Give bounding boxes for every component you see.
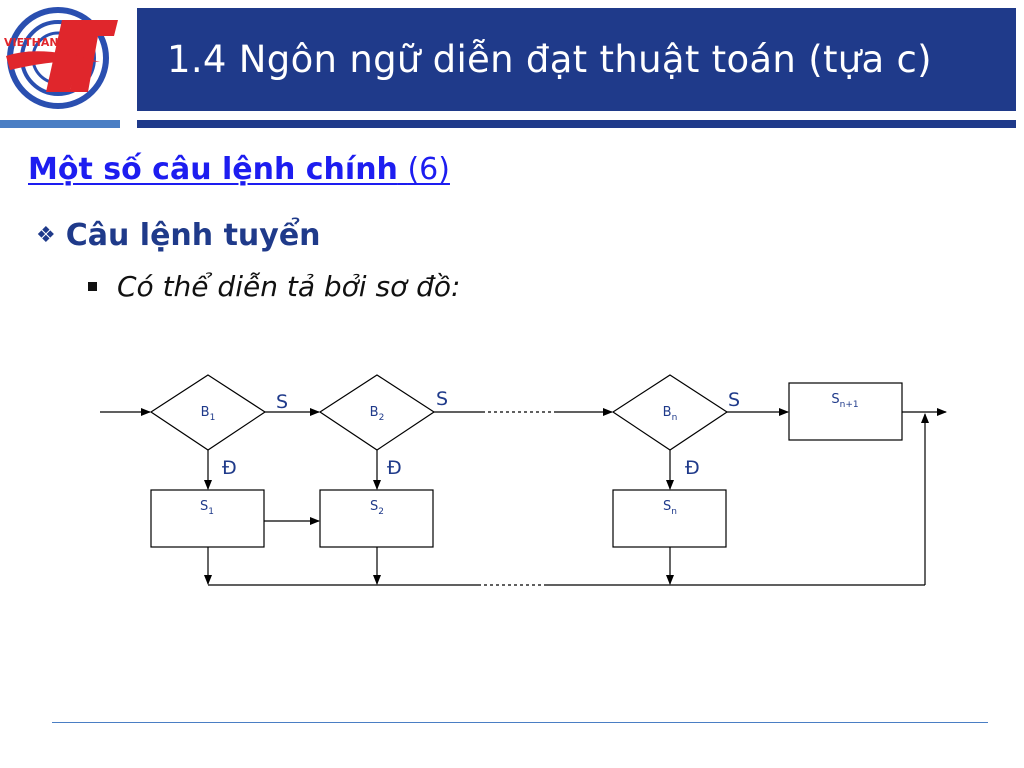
condition-label-n: Bn xyxy=(663,405,678,423)
section-heading-main: Một số câu lệnh chính xyxy=(28,152,398,187)
statement-label-1: S1 xyxy=(200,499,214,517)
statement-label-n: Sn xyxy=(663,499,677,517)
header-rule-right xyxy=(137,120,1016,128)
true-label-1: Đ xyxy=(222,457,237,479)
section-heading: Một số câu lệnh chính (6) xyxy=(28,152,450,187)
viethan-logo-icon: VIETHAN xyxy=(4,7,118,109)
bullet-level2-text: Có thể diễn tả bởi sơ đồ: xyxy=(117,270,461,303)
square-bullet-icon xyxy=(88,282,97,291)
logo-text: VIETHAN xyxy=(4,36,59,49)
header-rule-left xyxy=(0,120,120,128)
page-title: 1.4 Ngôn ngữ diễn đạt thuật toán (tựa c) xyxy=(167,38,932,81)
condition-label-1: B1 xyxy=(201,405,216,423)
true-label-n: Đ xyxy=(685,457,700,479)
false-label-1: S xyxy=(276,391,288,413)
statement-box-2 xyxy=(319,489,434,548)
false-label-n: S xyxy=(728,389,740,411)
statement-box-1 xyxy=(150,489,265,548)
statement-label-final: Sn+1 xyxy=(831,392,858,410)
true-label-2: Đ xyxy=(387,457,402,479)
header-band: 1.4 Ngôn ngữ diễn đạt thuật toán (tựa c) xyxy=(137,8,1016,111)
section-heading-suffix: (6) xyxy=(407,152,450,187)
statement-box-n xyxy=(612,489,727,548)
bullet-level1: ❖ Câu lệnh tuyển xyxy=(36,218,321,253)
bullet-level2: Có thể diễn tả bởi sơ đồ: xyxy=(88,270,460,303)
statement-label-2: S2 xyxy=(370,499,384,517)
condition-label-2: B2 xyxy=(370,405,385,423)
diamond-bullet-icon: ❖ xyxy=(36,223,56,248)
footer-rule xyxy=(52,722,988,723)
bullet-level1-text: Câu lệnh tuyển xyxy=(65,218,321,253)
statement-box-final xyxy=(788,382,903,441)
false-label-2: S xyxy=(436,388,448,410)
